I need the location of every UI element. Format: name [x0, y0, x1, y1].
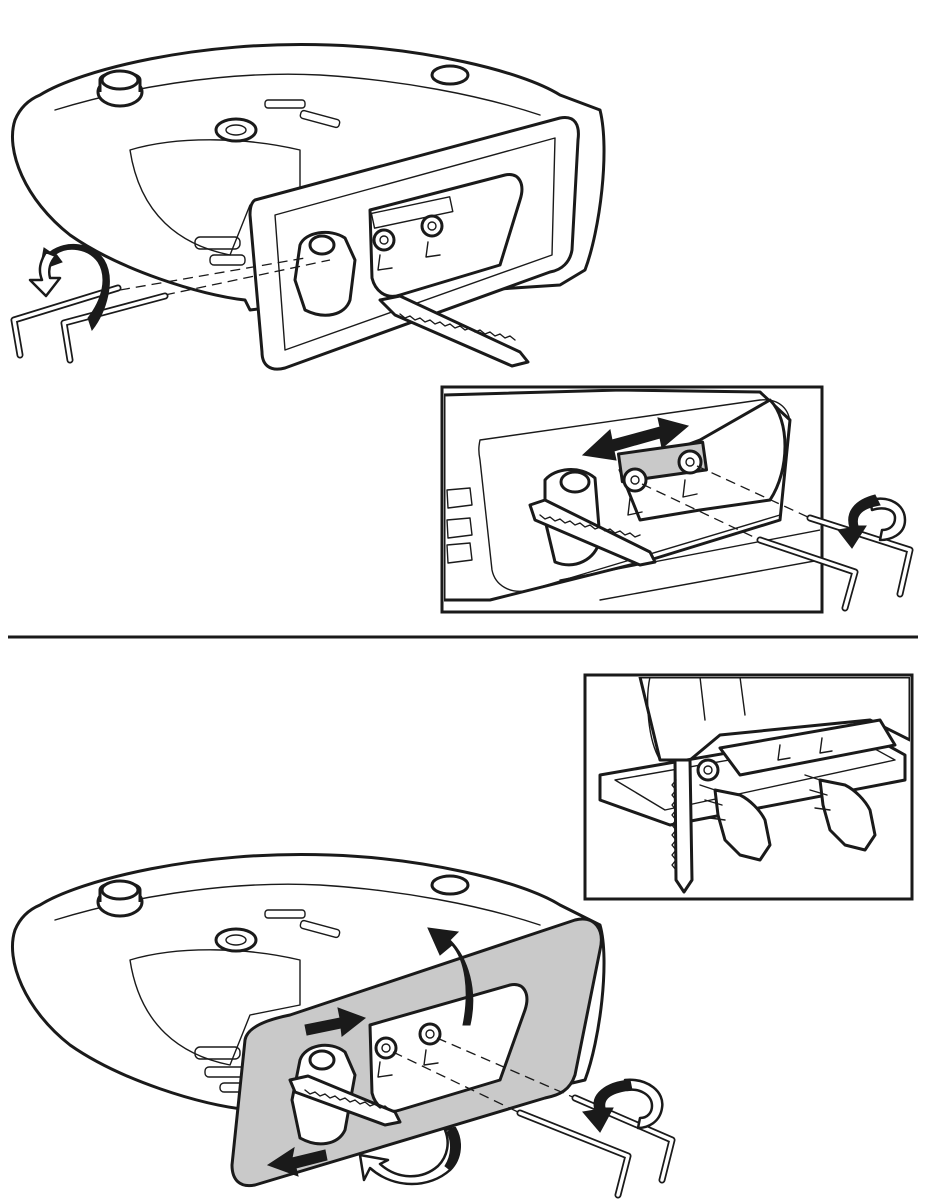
screw-icon	[420, 1024, 440, 1044]
rotate-arrow-icon	[583, 1080, 662, 1132]
screw-icon	[624, 469, 646, 491]
screw-icon	[376, 1038, 396, 1058]
bottom-panel	[12, 854, 672, 1195]
button-icon	[216, 929, 256, 951]
bottom-detail-panel	[585, 675, 912, 899]
screw-icon	[422, 216, 442, 236]
roller-icon	[698, 760, 718, 780]
button-icon	[216, 119, 256, 141]
rotate-arrow-icon	[30, 244, 109, 330]
top-panel	[12, 44, 604, 369]
screw-icon	[374, 230, 394, 250]
screw-icon	[679, 451, 701, 473]
top-detail-panel	[442, 387, 910, 612]
